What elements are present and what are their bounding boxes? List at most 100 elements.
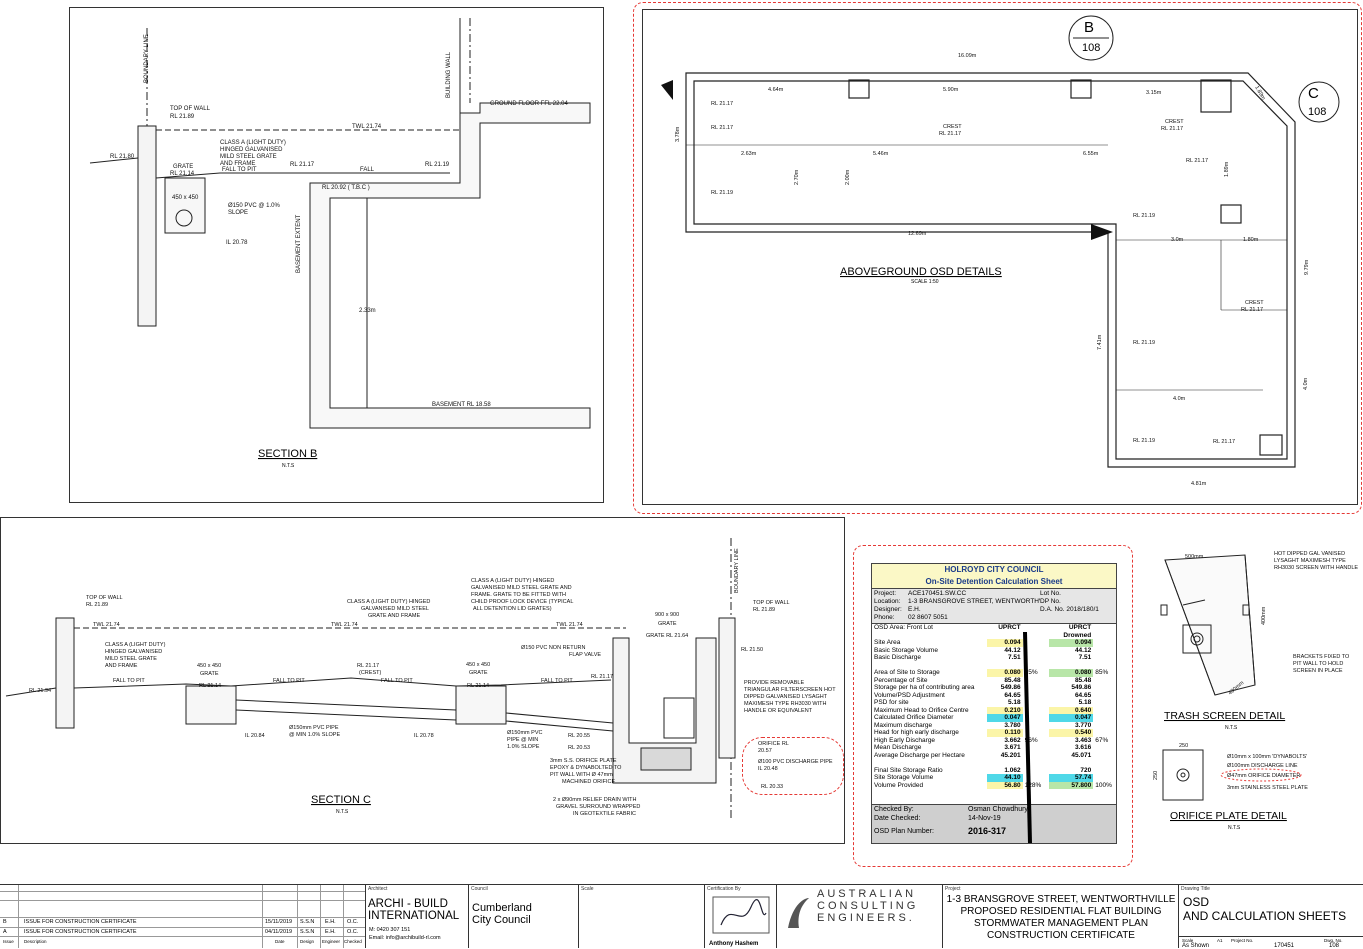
rev-b-date: 15/11/2019: [265, 919, 293, 925]
plan-title: ABOVEGROUND OSD DETAILS: [840, 266, 1002, 278]
calc-date-k: Date Checked:: [874, 815, 921, 822]
plan-revision-cloud: [633, 2, 1362, 514]
calc-cell-label: Storage per ha of contributing area: [874, 684, 975, 691]
c-class-left-1: CLASS A (LIGHT DUTY): [105, 642, 166, 648]
calc-cell-v1: 3.671: [1004, 744, 1021, 751]
marker-c-letter: C: [1308, 85, 1319, 102]
revision-row-b: B ISSUE FOR CONSTRUCTION CERTIFICATE 15/…: [0, 917, 365, 927]
dim-590: 5.90m: [943, 87, 959, 93]
drawing-title-label: Drawing Title: [1181, 886, 1210, 892]
bottom-project-label: Project No.: [1231, 938, 1254, 943]
drawing-title-1: OSD: [1183, 895, 1210, 909]
c-rl-2114-1: RL 21.14: [199, 683, 221, 689]
label-fall: FALL: [360, 167, 375, 173]
c-twl-3: TWL 21.74: [556, 622, 583, 628]
calc-cell-v2: 549.86: [1071, 684, 1092, 691]
c-class-mid-2: GALVANISED MILD STEEL: [361, 606, 429, 612]
dim-979: 9.79m: [1304, 259, 1310, 275]
label-pit-size: 450 x 450: [172, 195, 199, 201]
calc-cell-label: Mean Discharge: [874, 744, 922, 751]
calc-cell-p1: [1023, 692, 1049, 700]
trash-screen-detail: 500mm 400mm 400mm HOT DIPPED GAL VANISED…: [1160, 551, 1358, 731]
bottom-project-value: 170451: [1274, 943, 1295, 949]
label-grate-class-2: HINGED GALVANISED: [220, 147, 283, 153]
label-grate: GRATE: [173, 164, 193, 170]
crest-2: CREST: [1165, 119, 1184, 125]
calc-cell-p1: 85%: [1024, 669, 1038, 676]
project-line-1: 1-3 BRANSGROVE STREET, WENTWORTHVILLE: [946, 894, 1176, 905]
rev-a-issue: A: [3, 929, 7, 935]
calc-cell-v2: [1049, 759, 1093, 767]
calc-cell-v1: [987, 662, 1022, 670]
dim-741: 7.41m: [1097, 334, 1103, 350]
calc-cell-p1: 96%: [1024, 736, 1038, 744]
c-il-2084: IL 20.84: [245, 733, 265, 739]
calc-col2: UPRCT: [1068, 624, 1092, 631]
calc-cell-label: Calculated Orifice Diameter: [874, 714, 954, 721]
calc-designer-v: E.H.: [908, 606, 921, 613]
rl-plan-11: RL 21.17: [1213, 439, 1235, 445]
bottom-scale-value: As Shown: [1182, 943, 1210, 949]
dim-total: 16.09m: [958, 53, 977, 59]
label-top-of-wall: TOP OF WALL: [170, 106, 211, 112]
trash-note2-3: SCREEN IN PLACE: [1293, 668, 1343, 674]
calc-cell-v1: [987, 759, 1022, 767]
calc-cell-v1: 0.210: [987, 706, 1023, 714]
calc-cell-v2: 64.65: [1074, 691, 1092, 699]
rev-a-date: 04/11/2019: [265, 929, 293, 935]
council-cell: Council Cumberland City Council: [468, 885, 578, 948]
c-class-left-3: MILD STEEL GRATE: [105, 656, 157, 662]
trash-scale: N.T.S: [1225, 725, 1238, 731]
calc-osd-area-k: OSD Area:: [874, 624, 906, 631]
calc-cell-v2: 3.463: [1074, 736, 1092, 744]
calc-cell-p2: [1093, 714, 1116, 722]
calc-cell-p1: [1023, 714, 1049, 722]
council-name-1: Cumberland: [472, 902, 532, 914]
label-depth: 2.33m: [359, 308, 376, 314]
calc-cell-v1: 1.062: [1004, 766, 1021, 774]
calc-cell-label: Head for high early discharge: [874, 729, 959, 736]
calc-cell-v1: 44.10: [987, 774, 1023, 782]
calc-cell-p1: [1023, 654, 1049, 662]
plan-drawing: B 108 C 108 16.09m 4.64m 5.90m 3.15m 1.8…: [661, 15, 1340, 487]
calc-cell-label: Final Site Storage Ratio: [874, 766, 943, 774]
architect-label: Architect: [368, 886, 388, 892]
rev-hdr-date: Date: [275, 939, 285, 944]
calc-cell-v1: 85.48: [1004, 676, 1021, 684]
label-fall-to-pit: FALL TO PIT: [222, 167, 257, 173]
rev-b-design: S.S.N: [300, 919, 315, 925]
company-logo: [788, 898, 809, 928]
company-name-2: CONSULTING: [817, 900, 919, 912]
label-boundary-line: BOUNDARY LINE: [144, 34, 150, 83]
rl-plan-10: RL 21.19: [1133, 438, 1155, 444]
calc-col1: UPRCT: [998, 624, 1021, 631]
c-discharge-2: IL 20.48: [758, 766, 778, 772]
label-grate-class-3: MILD STEEL GRATE: [220, 154, 277, 160]
rl-plan-7: RL 21.19: [1133, 213, 1155, 219]
dim-189b: 1.89m: [1224, 161, 1230, 177]
dim-1269: 12.69m: [908, 231, 927, 237]
rev-a-chk: O.C.: [347, 929, 359, 935]
marker-b-num: 108: [1082, 42, 1100, 54]
c-grate-1: GRATE: [200, 671, 219, 677]
c-flap-2: FLAP VALVE: [569, 652, 601, 658]
rl-plan-4: RL 21.17: [939, 131, 961, 137]
c-pipe2-3: 1.0% SLOPE: [507, 744, 540, 750]
c-pit-size-2: 450 x 450: [466, 662, 490, 668]
rl-plan-5: RL 21.17: [1161, 126, 1183, 132]
calc-cell-v1: 0.110: [987, 729, 1023, 737]
trash-note1-3: RH3030 SCREEN WITH HANDLE: [1274, 565, 1358, 571]
c-rl-2114-2: RL 21.14: [467, 683, 489, 689]
orifice-note3: Ø47mm ORIFICE DIAMETER: [1227, 773, 1300, 779]
marker-b-letter: B: [1084, 19, 1094, 36]
c-screen-1: PROVIDE REMOVABLE: [744, 680, 804, 686]
c-rl-2117-b: RL 21.17: [591, 674, 613, 680]
rl-plan-9: RL 21.19: [1133, 340, 1155, 346]
dim-378: 3.78m: [675, 126, 681, 142]
dim-40: 4.0m: [1173, 396, 1186, 402]
calc-plan-v: 2016-317: [968, 826, 1007, 836]
rl-plan-1: RL 21.17: [711, 101, 733, 107]
c-pit-size-1: 450 x 450: [197, 663, 221, 669]
